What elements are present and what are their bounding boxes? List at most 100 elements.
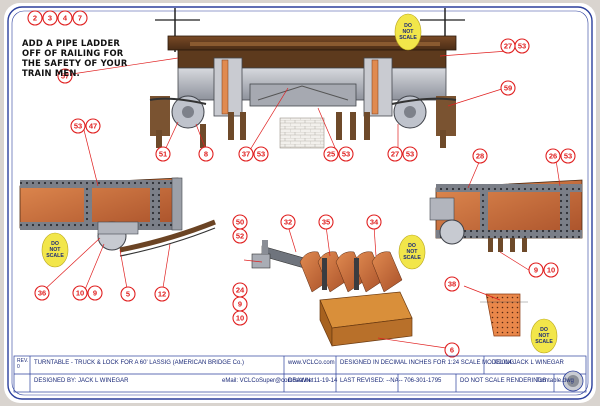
- callout-8-label: 8: [204, 150, 208, 159]
- callout-34-label: 34: [370, 218, 379, 227]
- callout-5-label: 5: [126, 290, 130, 299]
- email: eMail: VCLCoSuper@comcast.net: [222, 378, 314, 384]
- safety-note-line-3: THE SAFETY OF YOUR: [22, 58, 128, 68]
- designed-by: DESIGNED BY: JACK L WINEGAR: [34, 378, 129, 384]
- callout-6: 6: [444, 342, 460, 358]
- scale-note: DESIGNED IN DECIMAL INCHES FOR 1:24 SCAL…: [340, 360, 515, 366]
- callout-53-right-label: 53: [564, 152, 572, 161]
- company-seal: [562, 370, 584, 392]
- callout-53-mid1: 53: [253, 146, 269, 162]
- callout-53-top-label: 53: [518, 42, 526, 51]
- title-block-frame: [13, 355, 587, 393]
- badge-bottom-line-2: NOT: [539, 333, 551, 339]
- callout-7-label: 7: [78, 14, 82, 23]
- callout-9-mid-label: 9: [238, 300, 242, 309]
- callout-25: 25: [323, 146, 339, 162]
- callout-37: 37: [238, 146, 254, 162]
- callout-36-label: 36: [38, 289, 46, 298]
- website: www.VCLCo.com: [288, 360, 335, 366]
- callout-26-label: 26: [549, 152, 557, 161]
- callout-7: 7: [72, 10, 88, 26]
- leader-lines: [41, 50, 561, 349]
- last-revised: LAST REVISED: --NA--: [340, 378, 403, 384]
- callout-12-label: 12: [158, 290, 166, 299]
- do-not-scale-badge-top: [394, 13, 422, 51]
- callout-25-label: 25: [327, 150, 335, 159]
- callout-10-mid: 10: [232, 310, 248, 326]
- rivet-plate-detail: [485, 293, 521, 337]
- callout-9-left-label: 9: [93, 289, 97, 298]
- callout-52-label: 52: [236, 232, 244, 241]
- filename: Turntable.dwg: [536, 378, 574, 384]
- safety-note-line-4: TRAIN MEN.: [22, 68, 80, 78]
- do-not-scale-badge-left: [41, 232, 69, 268]
- drawing-title: TURNTABLE - TRUCK & LOCK FOR A 60' LASSI…: [34, 360, 244, 366]
- callout-6-label: 6: [450, 346, 454, 355]
- callout-38: 38: [444, 276, 460, 292]
- callout-51-label: 51: [159, 150, 167, 159]
- callout-32-label: 32: [284, 218, 292, 227]
- callout-35-label: 35: [322, 218, 330, 227]
- callout-10-left: 10: [72, 285, 88, 301]
- badge-bottom-line-3: SCALE: [535, 339, 553, 345]
- inner-border: [11, 10, 589, 396]
- drawn-date: DRAWN: 11-19-14: [288, 378, 338, 384]
- callout-38-label: 38: [448, 280, 456, 289]
- callout-47-left-label: 47: [89, 122, 97, 131]
- callout-32: 32: [280, 214, 296, 230]
- badge-top-line-1: DO: [404, 23, 412, 29]
- callout-markers: 2 3 4 7 57 27 53 59 53 47 51 8 37 53 25 …: [27, 10, 576, 358]
- callout-51: 51: [155, 146, 171, 162]
- copyright: ©2014 JACK L WINEGAR: [494, 360, 564, 366]
- callout-27-mid: 27: [387, 146, 403, 162]
- callout-53-left-label: 53: [74, 122, 82, 131]
- callout-59-label: 59: [504, 84, 512, 93]
- callout-3: 3: [42, 10, 58, 26]
- right-girder-view: [429, 179, 583, 252]
- callout-12: 12: [154, 286, 170, 302]
- do-not-scale-badge-bottom: [530, 318, 558, 354]
- callout-53-right: 53: [560, 148, 576, 164]
- top-truck-view: [149, 8, 465, 149]
- callout-5: 5: [120, 286, 136, 302]
- callout-10-left-label: 10: [76, 289, 84, 298]
- callout-10-right-label: 10: [547, 266, 555, 275]
- callout-9-right: 9: [528, 262, 544, 278]
- lock-detail-view: [251, 240, 528, 347]
- title-block: REV. 0 TURNTABLE - TRUCK & LOCK FOR A 60…: [14, 350, 586, 394]
- badge-left-line-3: SCALE: [46, 253, 64, 259]
- callout-10-mid-label: 10: [236, 314, 244, 323]
- callout-53-mid2: 53: [338, 146, 354, 162]
- callout-9-right-label: 9: [534, 266, 538, 275]
- callout-53-top: 53: [514, 38, 530, 54]
- safety-note-line-2: OFF OF RAILING FOR: [22, 48, 124, 58]
- badge-right-line-1: DO: [408, 243, 416, 249]
- callout-24: 24: [232, 282, 248, 298]
- callout-50: 50: [232, 214, 248, 230]
- callout-57-label: 57: [61, 72, 69, 81]
- badge-right-line-2: NOT: [407, 249, 419, 255]
- callout-2: 2: [27, 10, 43, 26]
- callout-10-right: 10: [543, 262, 559, 278]
- callout-53-mid3-label: 53: [406, 150, 414, 159]
- callout-28: 28: [472, 148, 488, 164]
- callout-34: 34: [366, 214, 382, 230]
- callout-2-label: 2: [33, 14, 37, 23]
- callout-57: 57: [57, 68, 73, 84]
- badge-top-line-2: NOT: [403, 29, 415, 35]
- callout-59: 59: [500, 80, 516, 96]
- badge-left-line-2: NOT: [50, 247, 62, 253]
- callout-3-label: 3: [48, 14, 52, 23]
- badge-right-line-3: SCALE: [403, 255, 421, 261]
- callout-9-mid: 9: [232, 296, 248, 312]
- callout-53-mid1-label: 53: [257, 150, 265, 159]
- callout-37-label: 37: [242, 150, 250, 159]
- callout-52: 52: [232, 228, 248, 244]
- left-girder-view: [19, 177, 216, 257]
- callout-53-mid3: 53: [402, 146, 418, 162]
- callout-27-top-label: 27: [504, 42, 512, 51]
- callout-24-label: 24: [236, 286, 245, 295]
- callout-36: 36: [34, 285, 50, 301]
- render-note: DO NOT SCALE RENDERINGS: [460, 378, 547, 384]
